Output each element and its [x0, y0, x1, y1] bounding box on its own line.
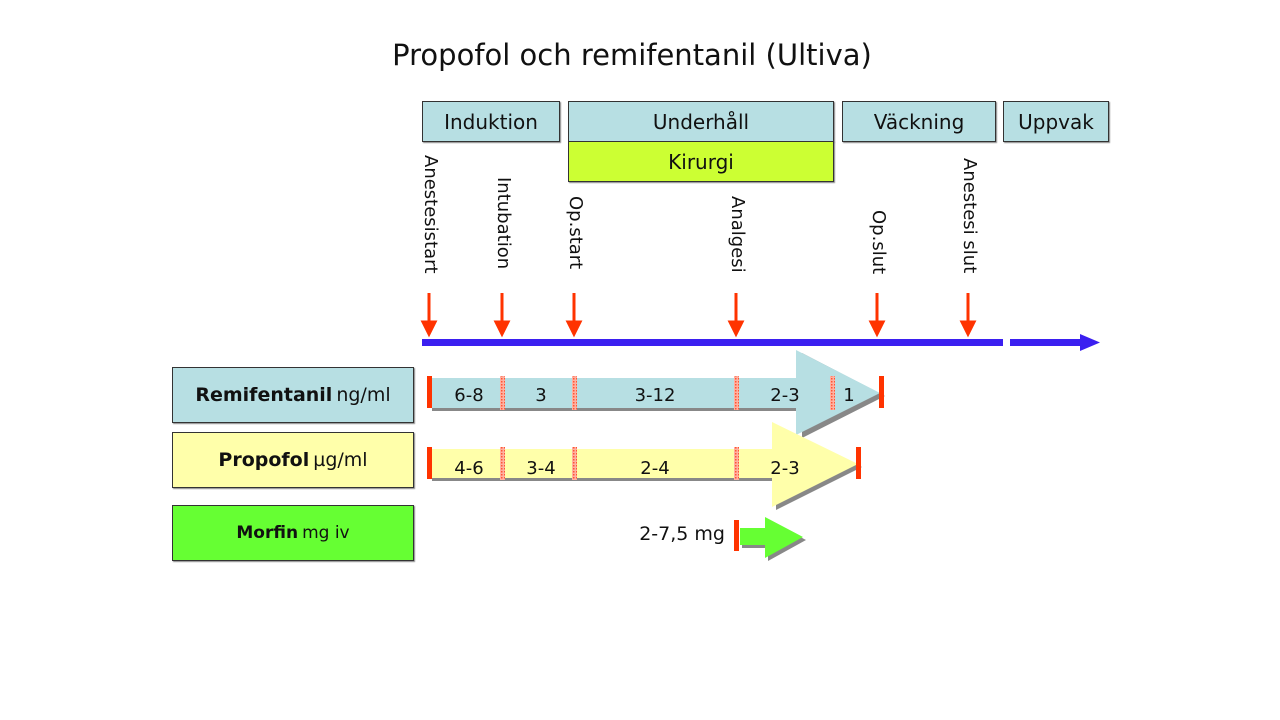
propofol-value: 4-6 — [454, 458, 484, 479]
page-title: Propofol och remifentanil (Ultiva) — [392, 38, 872, 72]
propofol-value: 2-4 — [640, 458, 670, 479]
drug-unit: µg/ml — [313, 449, 368, 471]
drug-name: Morfin — [236, 523, 299, 543]
event-intubation: Intubation — [493, 177, 514, 270]
remi-value: 2-3 — [770, 385, 800, 406]
event-arrow-icon — [959, 293, 977, 338]
morfin-arrow — [740, 517, 803, 558]
propofol-value: 3-4 — [526, 458, 556, 479]
event-anestesi-slut: Anestesi slut — [959, 158, 980, 274]
event-markers — [420, 293, 977, 338]
drug-unit: mg iv — [302, 523, 350, 543]
timeline-bar — [422, 339, 1003, 346]
propofol-value: 2-3 — [770, 458, 800, 479]
phase-vackning: Väckning — [842, 101, 996, 142]
event-anestesistart: Anestesistart — [420, 155, 441, 274]
event-analgesi: Analgesi — [727, 196, 748, 273]
event-op-slut: Op.slut — [868, 210, 889, 275]
event-op-start: Op.start — [565, 196, 586, 270]
drug-name: Propofol — [218, 449, 310, 471]
event-arrow-icon — [565, 293, 583, 338]
propofol-arrow — [430, 422, 858, 507]
remi-arrow — [430, 350, 880, 435]
drug-unit: ng/ml — [336, 384, 391, 406]
remi-value: 6-8 — [454, 385, 484, 406]
event-arrow-icon — [420, 293, 438, 338]
phase-uppvak: Uppvak — [1003, 101, 1109, 142]
remi-value: 3 — [535, 385, 547, 406]
timeline-arrow-icon — [1010, 334, 1100, 351]
drug-name: Remifentanil — [195, 384, 333, 406]
remi-value: 1 — [843, 385, 855, 406]
event-arrow-icon — [493, 293, 511, 338]
phase-underhall: Underhåll — [568, 101, 834, 142]
remi-value: 3-12 — [634, 385, 676, 406]
phase-induktion: Induktion — [422, 101, 560, 142]
phase-kirurgi: Kirurgi — [568, 141, 834, 182]
event-arrow-icon — [727, 293, 745, 338]
event-arrow-icon — [868, 293, 886, 338]
morfin-dose: 2-7,5 mg — [639, 523, 725, 545]
